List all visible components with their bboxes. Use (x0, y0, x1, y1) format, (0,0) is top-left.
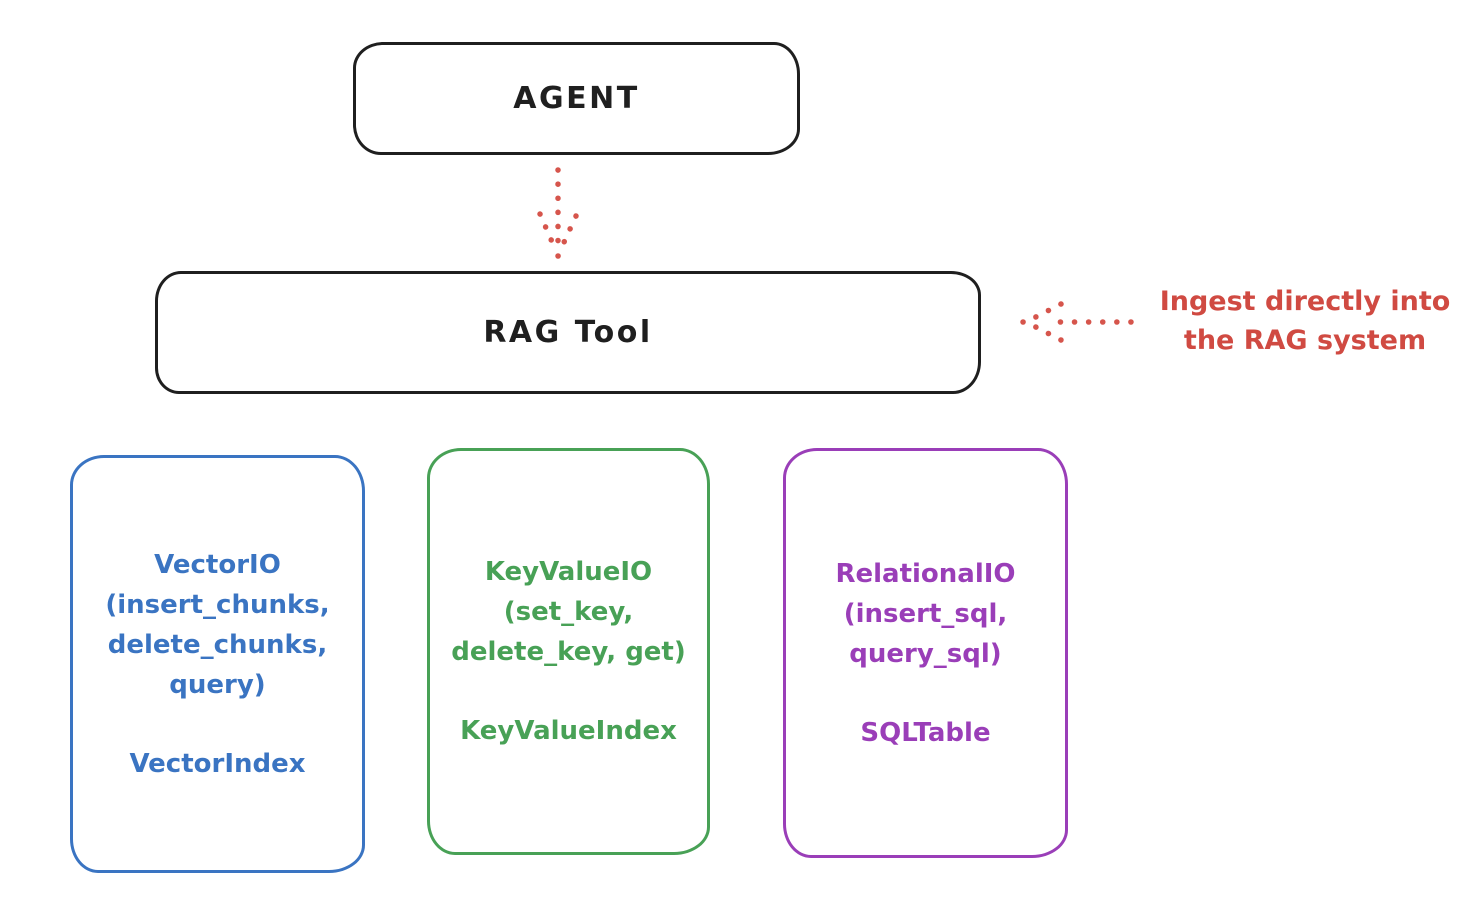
keyvalue-io-index-label: KeyValueIndex (460, 716, 677, 746)
ingest-into-ragtool-arrow (1020, 301, 1134, 343)
rag-tool-box: RAG Tool (155, 271, 981, 394)
relational-io-index-label: SQLTable (860, 717, 991, 748)
keyvalue-io-methods: KeyValueIO (set_key, delete_key, get) (451, 557, 686, 667)
rag-tool-label: RAG Tool (483, 315, 653, 350)
vector-io-index-label: VectorIndex (129, 748, 306, 779)
relational-io-box: RelationalIO (insert_sql, query_sql) SQL… (783, 448, 1068, 858)
agent-to-ragtool-arrow (537, 167, 579, 259)
agent-box: AGENT (353, 42, 800, 155)
vector-io-methods: VectorIO (insert_chunks, delete_chunks, … (105, 549, 330, 700)
relational-io-methods: RelationalIO (insert_sql, query_sql) (835, 558, 1016, 669)
ingest-annotation: Ingest directly into the RAG system (1159, 286, 1451, 356)
vector-io-box: VectorIO (insert_chunks, delete_chunks, … (70, 455, 365, 873)
agent-label: AGENT (513, 81, 640, 116)
keyvalue-io-box: KeyValueIO (set_key, delete_key, get) Ke… (427, 448, 710, 855)
